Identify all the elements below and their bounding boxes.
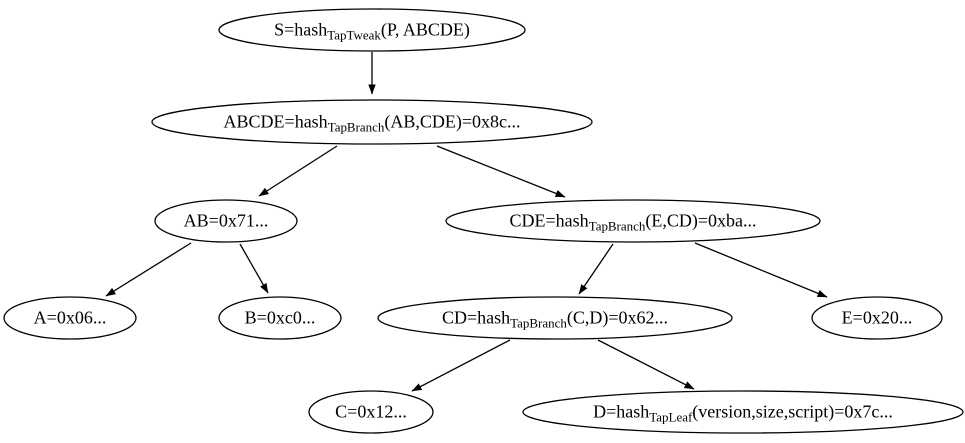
- edge-CDE-CD: [578, 243, 614, 295]
- node-text: E=0x20...: [841, 307, 913, 328]
- node-subscript: TapLeaf: [649, 409, 693, 425]
- node-subscript: TapBranch: [588, 218, 646, 234]
- node-text: B=0xc0...: [244, 307, 316, 328]
- node-text: CDE=hash: [509, 210, 589, 231]
- node-text: (AB,CDE)=0x8c...: [384, 111, 521, 132]
- edge-AB-B: [239, 243, 269, 294]
- node-label-D: D=hashTapLeaf(version,size,script)=0x7c.…: [593, 401, 893, 423]
- edge-CDE-E: [694, 242, 828, 298]
- edge-AB-A: [105, 242, 192, 297]
- node-ellipse-CDE: [445, 199, 821, 243]
- node-label-ABCDE: ABCDE=hashTapBranch(AB,CDE)=0x8c...: [223, 111, 521, 133]
- node-text: C=0x12...: [335, 401, 407, 422]
- node-label-B: B=0xc0...: [245, 308, 316, 326]
- node-ellipse-S: [218, 8, 526, 52]
- node-ellipse-B: [218, 296, 342, 340]
- node-subscript: TapBranch: [327, 119, 385, 135]
- node-label-AB: AB=0x71...: [184, 211, 269, 229]
- node-text: ABCDE=hash: [223, 111, 328, 132]
- node-label-E: E=0x20...: [842, 308, 913, 326]
- node-label-CDE: CDE=hashTapBranch(E,CD)=0xba...: [509, 210, 757, 232]
- node-ellipse-A: [3, 296, 137, 340]
- node-subscript: TapTweak: [327, 27, 381, 43]
- node-text: (version,size,script)=0x7c...: [692, 401, 893, 422]
- node-ellipse-D: [522, 390, 964, 434]
- node-text: AB=0x71...: [183, 210, 269, 231]
- edge-CD-C: [411, 339, 511, 392]
- node-text: (E,CD)=0xba...: [645, 210, 757, 231]
- node-label-C: C=0x12...: [335, 402, 407, 420]
- node-ellipse-C: [308, 390, 434, 434]
- node-ellipse-CD: [377, 296, 733, 340]
- node-text: S=hash: [274, 19, 328, 40]
- node-ellipse-E: [811, 296, 943, 340]
- node-text: D=hash: [593, 401, 650, 422]
- node-text: A=0x06...: [33, 307, 107, 328]
- edge-CD-D: [597, 339, 695, 390]
- node-label-A: A=0x06...: [34, 308, 107, 326]
- node-ellipse-AB: [154, 199, 298, 243]
- node-label-S: S=hashTapTweak(P, ABCDE): [274, 19, 470, 41]
- node-label-CD: CD=hashTapBranch(C,D)=0x62...: [442, 307, 668, 329]
- node-text: (P, ABCDE): [380, 19, 470, 40]
- node-text: (C,D)=0x62...: [566, 307, 668, 328]
- node-ellipse-ABCDE: [151, 99, 593, 145]
- edge-ABCDE-CDE: [436, 145, 566, 198]
- edge-ABCDE-AB: [258, 145, 338, 197]
- node-text: CD=hash: [442, 307, 511, 328]
- node-subscript: TapBranch: [510, 315, 567, 331]
